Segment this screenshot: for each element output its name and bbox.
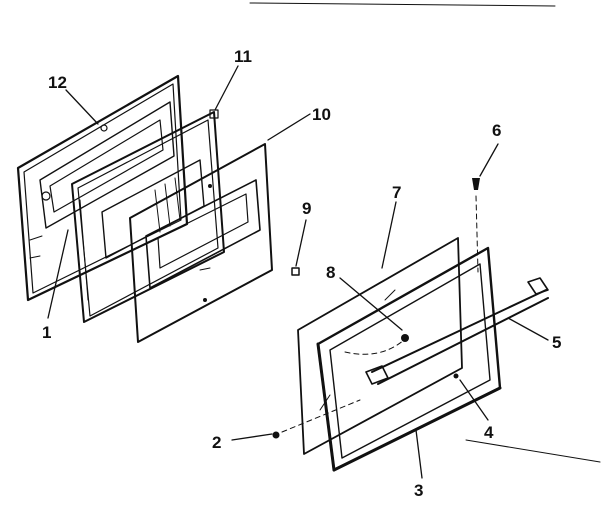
callout-2: 2	[212, 433, 221, 452]
callout-4: 4	[484, 423, 494, 442]
callout-8: 8	[326, 263, 335, 282]
rear-door-panel	[16, 74, 189, 302]
door-handle	[365, 277, 549, 385]
callout-labels: 12 11 10 1 9 7 8 6 5 4 3 2	[42, 47, 561, 500]
assembly-lines	[281, 195, 479, 433]
leader-lines	[47, 65, 549, 479]
callout-6: 6	[492, 121, 501, 140]
callout-9: 9	[302, 199, 311, 218]
scan-lines	[249, 2, 601, 463]
outer-door-panel	[129, 143, 273, 343]
inner-glass-pane	[297, 237, 463, 455]
callout-7: 7	[392, 183, 401, 202]
outer-door-frame	[316, 246, 502, 472]
callout-3: 3	[414, 481, 423, 500]
callout-1: 1	[42, 323, 51, 342]
callout-10: 10	[312, 105, 331, 124]
fasteners	[272, 178, 480, 439]
callout-12: 12	[48, 73, 67, 92]
screw-9	[291, 267, 300, 276]
callout-5: 5	[552, 333, 561, 352]
callout-11: 11	[234, 47, 252, 66]
